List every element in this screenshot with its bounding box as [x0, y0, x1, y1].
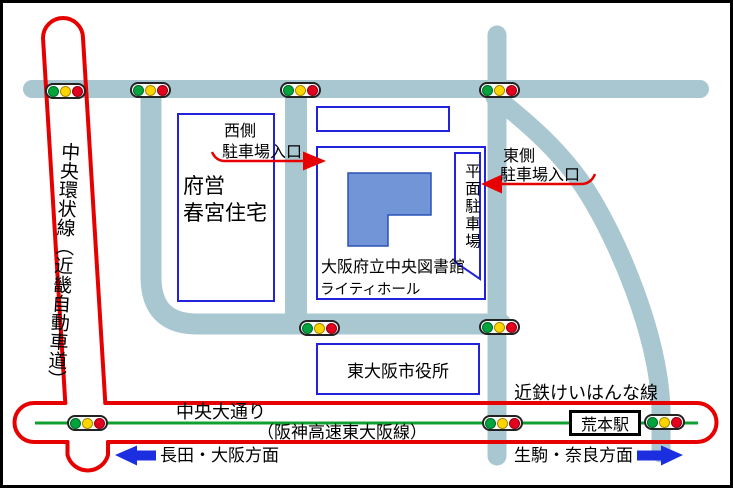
red-light — [307, 84, 318, 96]
green-light — [283, 84, 294, 96]
yellow-light — [659, 416, 670, 428]
hanshin-expressway-label: （阪神高速東大阪線） — [257, 423, 427, 443]
traffic-light-icon — [644, 414, 685, 430]
green-light — [485, 417, 496, 429]
yellow-light — [494, 84, 505, 96]
red-light — [506, 84, 517, 96]
library-label-line2: ライティホール — [320, 282, 421, 298]
west-entrance-label-line2: 駐車場入口 — [222, 142, 303, 161]
west-direction-label: 長田・大阪方面 — [160, 446, 279, 466]
chuo-odori-west-end — [12, 401, 70, 444]
chuo-kanjo-road-bulb — [65, 440, 110, 473]
light-blue-roads — [23, 25, 709, 466]
yellow-light — [60, 85, 71, 97]
east-entrance-label-line2: 駐車場入口 — [500, 165, 581, 184]
east-entrance-label-line1: 東側 — [503, 146, 536, 165]
red-light — [506, 321, 517, 333]
surface-parking-banner — [454, 152, 481, 281]
traffic-light-icon — [299, 320, 340, 336]
west-direction-arrow-icon — [115, 445, 156, 466]
east-direction-label: 生駒・奈良方面 — [514, 446, 633, 466]
red-roads — [12, 16, 719, 473]
traffic-light-icon — [45, 83, 86, 99]
housing-label-line2: 春宮住宅 — [183, 201, 267, 225]
chuo-odori-east-end — [103, 401, 719, 444]
yellow-light — [314, 322, 325, 334]
aramoto-station-box: 荒本駅 — [569, 410, 641, 436]
traffic-light-icon — [280, 82, 321, 98]
curved-road — [485, 87, 671, 463]
traffic-light-icon — [67, 415, 108, 431]
west-entrance-label-line1: 西側 — [224, 121, 257, 140]
green-light — [482, 84, 493, 96]
green-light — [133, 84, 144, 96]
west-inner-road — [140, 82, 512, 335]
red-light — [72, 85, 83, 97]
keihanna-line-label: 近鉄けいはんな線 — [514, 383, 658, 404]
chuo-kanjo-road-upper — [40, 16, 108, 405]
yellow-light — [145, 84, 156, 96]
red-light — [157, 84, 168, 96]
east-entrance-arrow-head — [481, 174, 502, 194]
east-entrance-arrow-shaft — [502, 173, 597, 186]
green-light — [302, 322, 313, 334]
traffic-light-icon — [479, 319, 520, 335]
green-light — [48, 85, 59, 97]
city-hall-label: 東大阪市役所 — [347, 361, 449, 382]
aramoto-station-label: 荒本駅 — [580, 415, 629, 434]
east-direction-arrow-icon — [637, 445, 683, 466]
city-hall-block: 東大阪市役所 — [316, 343, 480, 395]
red-light — [671, 416, 682, 428]
traffic-light-icon — [482, 415, 523, 431]
chuo-odori-road-label: 中央大通り — [176, 402, 266, 423]
north-block — [316, 106, 450, 132]
green-light — [70, 417, 81, 429]
yellow-light — [82, 417, 93, 429]
traffic-light-icon — [130, 82, 171, 98]
red-light — [94, 417, 105, 429]
yellow-light — [295, 84, 306, 96]
red-light — [326, 322, 337, 334]
green-light — [482, 321, 493, 333]
housing-label-line1: 府営 — [183, 174, 225, 198]
west-entrance-arrow — [210, 151, 326, 171]
east-entrance-arrow — [481, 173, 597, 194]
road-layer — [12, 16, 719, 473]
housing-block: 府営 春宮住宅 — [177, 113, 275, 302]
yellow-light — [494, 321, 505, 333]
library-label-line1: 大阪府立中央図書館 — [321, 257, 466, 276]
red-light — [509, 417, 520, 429]
green-light — [647, 416, 658, 428]
overlay-layer — [115, 151, 683, 466]
west-entrance-arrow-shaft — [210, 151, 303, 163]
west-entrance-arrow-head — [303, 151, 326, 171]
surface-parking-label: 平面駐車場 — [463, 163, 481, 251]
yellow-light — [497, 417, 508, 429]
traffic-light-icon — [479, 82, 520, 98]
library-building-icon — [347, 172, 432, 247]
